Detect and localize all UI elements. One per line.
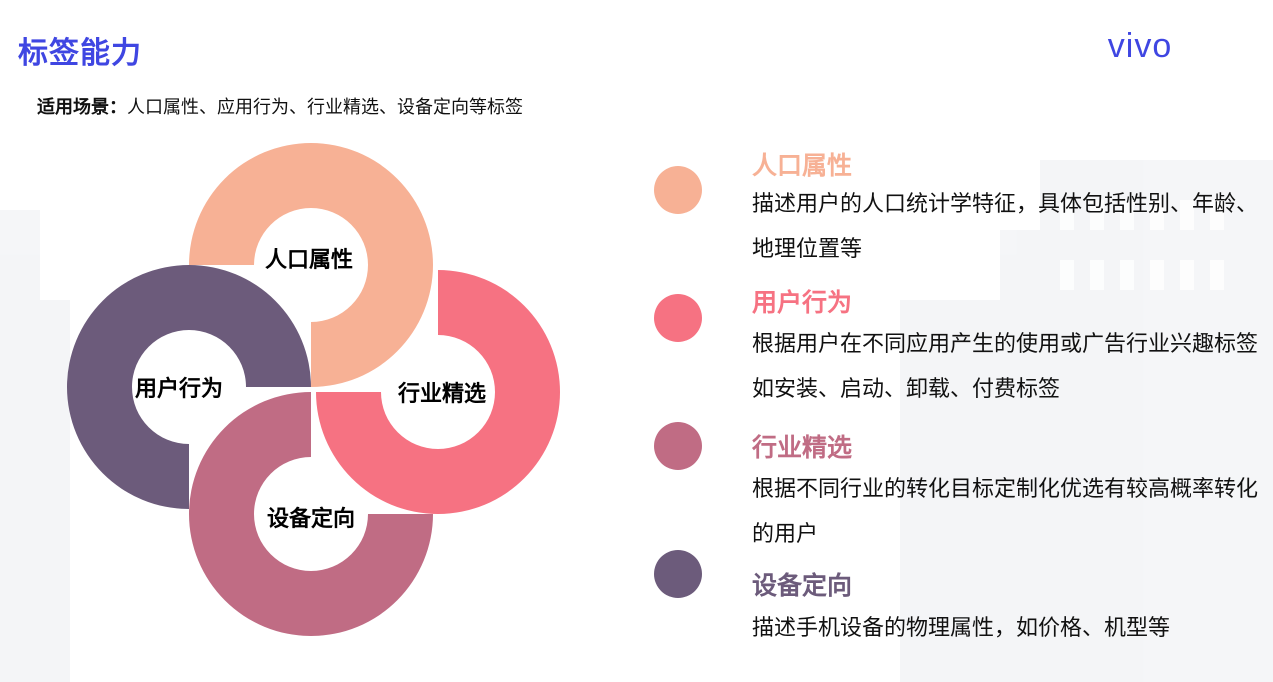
legend-desc-demographic: 描述用户的人口统计学特征，具体包括性别、年龄、地理位置等 (752, 192, 1259, 262)
ring-label-industry: 行业精选 (397, 382, 487, 407)
legend-desc-device: 描述手机设备的物理属性，如价格、机型等 (752, 616, 1171, 641)
ring-label-device: 设备定向 (266, 507, 356, 532)
scene-text: 人口属性、应用行为、行业精选、设备定向等标签 (127, 97, 523, 118)
legend-title-industry: 行业精选 (752, 433, 853, 462)
ring-behavior (67, 265, 311, 509)
legend-dot-industry (654, 422, 702, 470)
ring-label-behavior: 用户行为 (134, 377, 224, 402)
legend-dot-demographic (654, 166, 702, 214)
scene-label: 适用场景： (37, 97, 127, 118)
scene-line: 适用场景：人口属性、应用行为、行业精选、设备定向等标签 (37, 93, 523, 119)
ring-label-demographic: 人口属性 (264, 248, 354, 273)
legend-title-behavior: 用户行为 (752, 288, 853, 317)
ring-demographic (189, 143, 433, 387)
legend-dot-behavior (654, 294, 702, 342)
legend-desc-behavior: 根据用户在不同应用产生的使用或广告行业兴趣标签如安装、启动、卸载、付费标签 (752, 332, 1259, 402)
legend-title-device: 设备定向 (752, 571, 853, 600)
legend-dot-device (654, 550, 702, 598)
legend-desc-industry: 根据不同行业的转化目标定制化优选有较高概率转化的用户 (752, 477, 1259, 547)
ring-device (189, 392, 433, 636)
page-title: 标签能力 (18, 36, 142, 71)
ring-industry (316, 270, 560, 514)
legend-title-demographic: 人口属性 (752, 151, 853, 180)
brand-text: vivo (1108, 30, 1172, 64)
vivo-logo: vivo (1108, 30, 1172, 64)
